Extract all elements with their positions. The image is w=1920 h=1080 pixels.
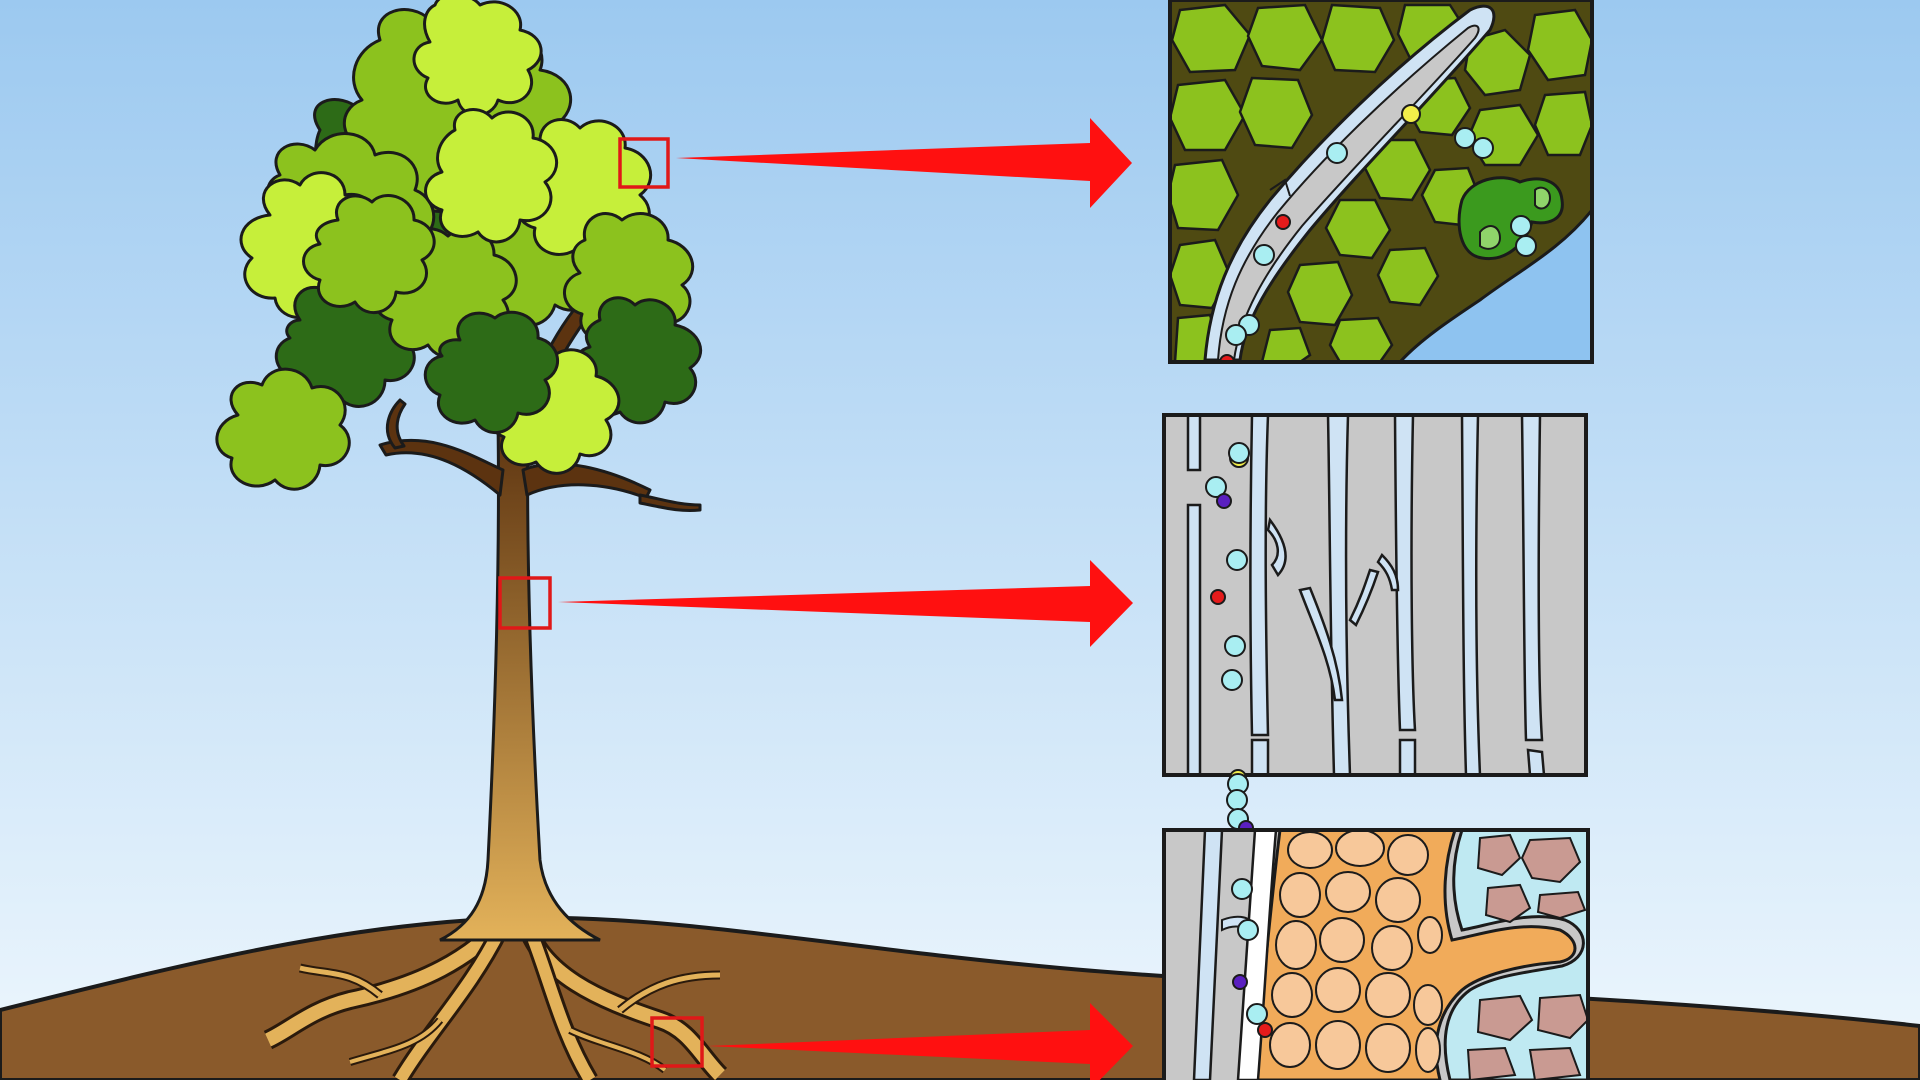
air-space <box>1397 207 1592 362</box>
root-inset-frame <box>1162 828 1590 1080</box>
stem-particles <box>1205 442 1250 691</box>
leaf-particles <box>1219 104 1537 362</box>
leaf-marker[interactable] <box>618 137 670 189</box>
soil-grains <box>1466 833 1588 1080</box>
cortex-cells <box>1269 830 1443 1073</box>
stem-arrow <box>558 560 1133 647</box>
leaf-arrow <box>676 118 1132 208</box>
root-arrow <box>708 1003 1133 1080</box>
root-xylem <box>1192 830 1224 1080</box>
stoma <box>1457 176 1564 261</box>
tree-trunk <box>439 418 601 942</box>
root-particles <box>1231 878 1273 1038</box>
stem-inset <box>1162 413 1588 777</box>
leaf-inset <box>1168 0 1594 364</box>
stem-inset-frame <box>1162 413 1588 777</box>
root-inset <box>1162 828 1590 1080</box>
particle-chain <box>1226 769 1254 836</box>
arrows <box>558 118 1133 1080</box>
xylem-vessels <box>1186 415 1546 775</box>
trunk-marker[interactable] <box>498 576 552 630</box>
tree-foliage <box>215 0 703 491</box>
mesophyll-cells <box>1170 3 1592 362</box>
tree-roots <box>263 908 728 1080</box>
root-marker[interactable] <box>650 1016 704 1068</box>
leaf-inset-frame <box>1168 0 1594 364</box>
